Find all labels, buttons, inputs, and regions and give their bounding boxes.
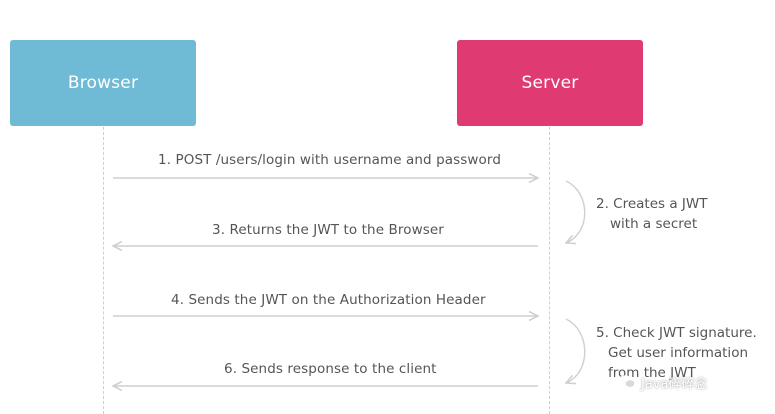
message-label-1: 1. POST /users/login with username and p… bbox=[158, 152, 501, 168]
server-lifeline bbox=[549, 127, 550, 414]
note-2-line-1: 2. Creates a JWT bbox=[596, 196, 708, 212]
self-call-arrow-5 bbox=[566, 318, 586, 383]
note-step-2: 2. Creates a JWT with a secret bbox=[596, 194, 708, 234]
message-label-6: 6. Sends response to the client bbox=[224, 361, 437, 377]
server-actor-box: Server bbox=[457, 40, 643, 126]
message-label-3: 3. Returns the JWT to the Browser bbox=[212, 222, 444, 238]
note-5-line-1: 5. Check JWT signature. bbox=[596, 325, 757, 341]
wechat-icon bbox=[618, 375, 636, 389]
message-label-4: 4. Sends the JWT on the Authorization He… bbox=[171, 292, 486, 308]
self-call-arrow-2 bbox=[566, 180, 586, 243]
browser-actor-label: Browser bbox=[67, 73, 139, 93]
watermark-text: Java碎碎念 bbox=[641, 376, 708, 392]
browser-lifeline bbox=[103, 127, 104, 414]
note-5-line-3: from the JWT bbox=[608, 365, 696, 381]
note-2-line-2: with a secret bbox=[610, 216, 698, 232]
note-step-5: 5. Check JWT signature. Get user informa… bbox=[596, 323, 757, 383]
browser-actor-box: Browser bbox=[10, 40, 196, 126]
server-actor-label: Server bbox=[521, 73, 579, 93]
watermark: Java碎碎念 bbox=[618, 371, 707, 393]
note-5-line-2: Get user information bbox=[608, 345, 749, 361]
